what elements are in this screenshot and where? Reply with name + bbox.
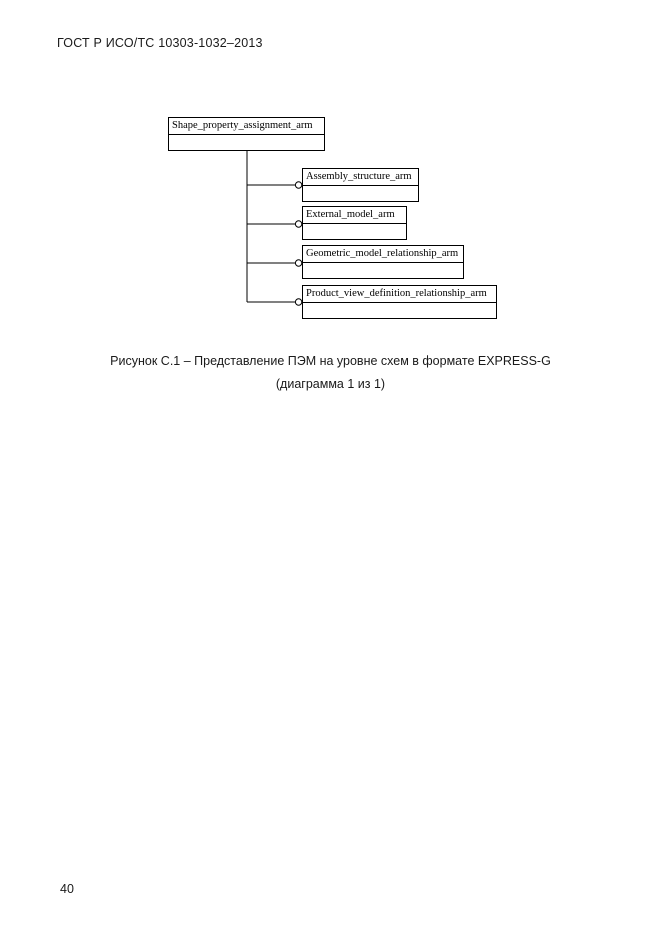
figure-caption-line-2: (диаграмма 1 из 1) xyxy=(275,377,386,391)
diagram-connectors xyxy=(246,151,303,306)
relationship-circle-1 xyxy=(294,220,303,228)
entity-attribute-compartment xyxy=(303,303,496,319)
entity-attribute-compartment xyxy=(303,263,463,279)
entity-box-2[interactable]: Geometric_model_relationship_arm xyxy=(302,245,464,279)
entity-attribute-compartment xyxy=(303,224,406,240)
entity-box-0[interactable]: Assembly_structure_arm xyxy=(302,168,419,202)
relationship-circle-3 xyxy=(294,298,303,306)
entity-box-root[interactable]: Shape_property_assignment_arm xyxy=(168,117,325,151)
relationship-circle-0 xyxy=(294,181,303,189)
entity-name-label: Shape_property_assignment_arm xyxy=(169,118,324,135)
entity-name-label: Assembly_structure_arm xyxy=(303,169,418,186)
entity-name-label: Product_view_definition_relationship_arm xyxy=(303,286,496,303)
relationship-circle-2 xyxy=(294,259,303,267)
document-header: ГОСТ Р ИСО/ТС 10303-1032–2013 xyxy=(57,36,263,50)
page-number: 40 xyxy=(60,882,74,896)
entity-box-3[interactable]: Product_view_definition_relationship_arm xyxy=(302,285,497,319)
entity-box-1[interactable]: External_model_arm xyxy=(302,206,407,240)
entity-attribute-compartment xyxy=(169,135,324,151)
entity-name-label: Geometric_model_relationship_arm xyxy=(303,246,463,263)
entity-attribute-compartment xyxy=(303,186,418,202)
figure-caption-line-1: Рисунок С.1 – Представление ПЭМ на уровн… xyxy=(110,354,551,368)
entity-name-label: External_model_arm xyxy=(303,207,406,224)
